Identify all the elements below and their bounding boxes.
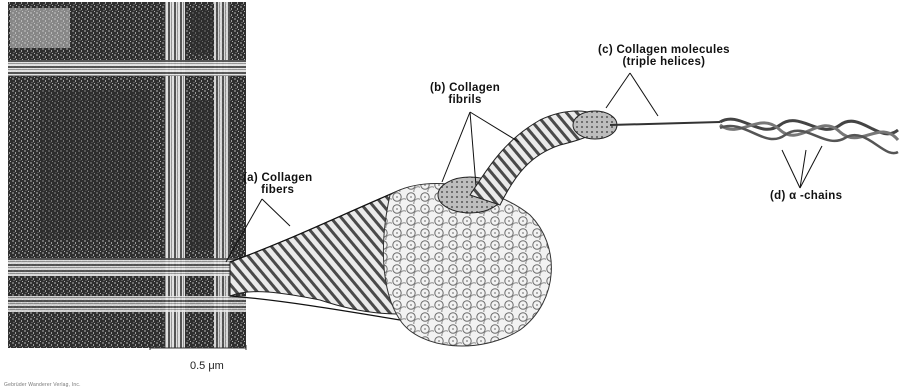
label-fibres-line1: (a) Collagen	[243, 172, 312, 184]
label-fibres-line2: fibers	[243, 184, 312, 196]
label-fibrils-line1: (b) Collagen	[430, 82, 500, 94]
image-credit: Gebrüder Wanderer Verlag, Inc.	[4, 382, 81, 388]
label-molecules-line1: (c) Collagen molecules	[598, 44, 730, 56]
label-collagen-fibrils: (b) Collagen fibrils	[430, 82, 500, 106]
label-collagen-fibres: (a) Collagen fibers	[243, 172, 312, 196]
scale-bar-label: 0.5 μm	[190, 360, 224, 372]
label-chains-text: (d) α -chains	[770, 190, 842, 202]
label-collagen-molecules: (c) Collagen molecules (triple helices)	[598, 44, 730, 68]
label-molecules-line2: (triple helices)	[598, 56, 730, 68]
label-fibrils-line2: fibrils	[430, 94, 500, 106]
triple-helix	[610, 119, 898, 153]
electron-micrograph	[8, 2, 246, 348]
label-alpha-chains: (d) α -chains	[770, 190, 842, 202]
collagen-fibril-cluster	[383, 177, 551, 346]
